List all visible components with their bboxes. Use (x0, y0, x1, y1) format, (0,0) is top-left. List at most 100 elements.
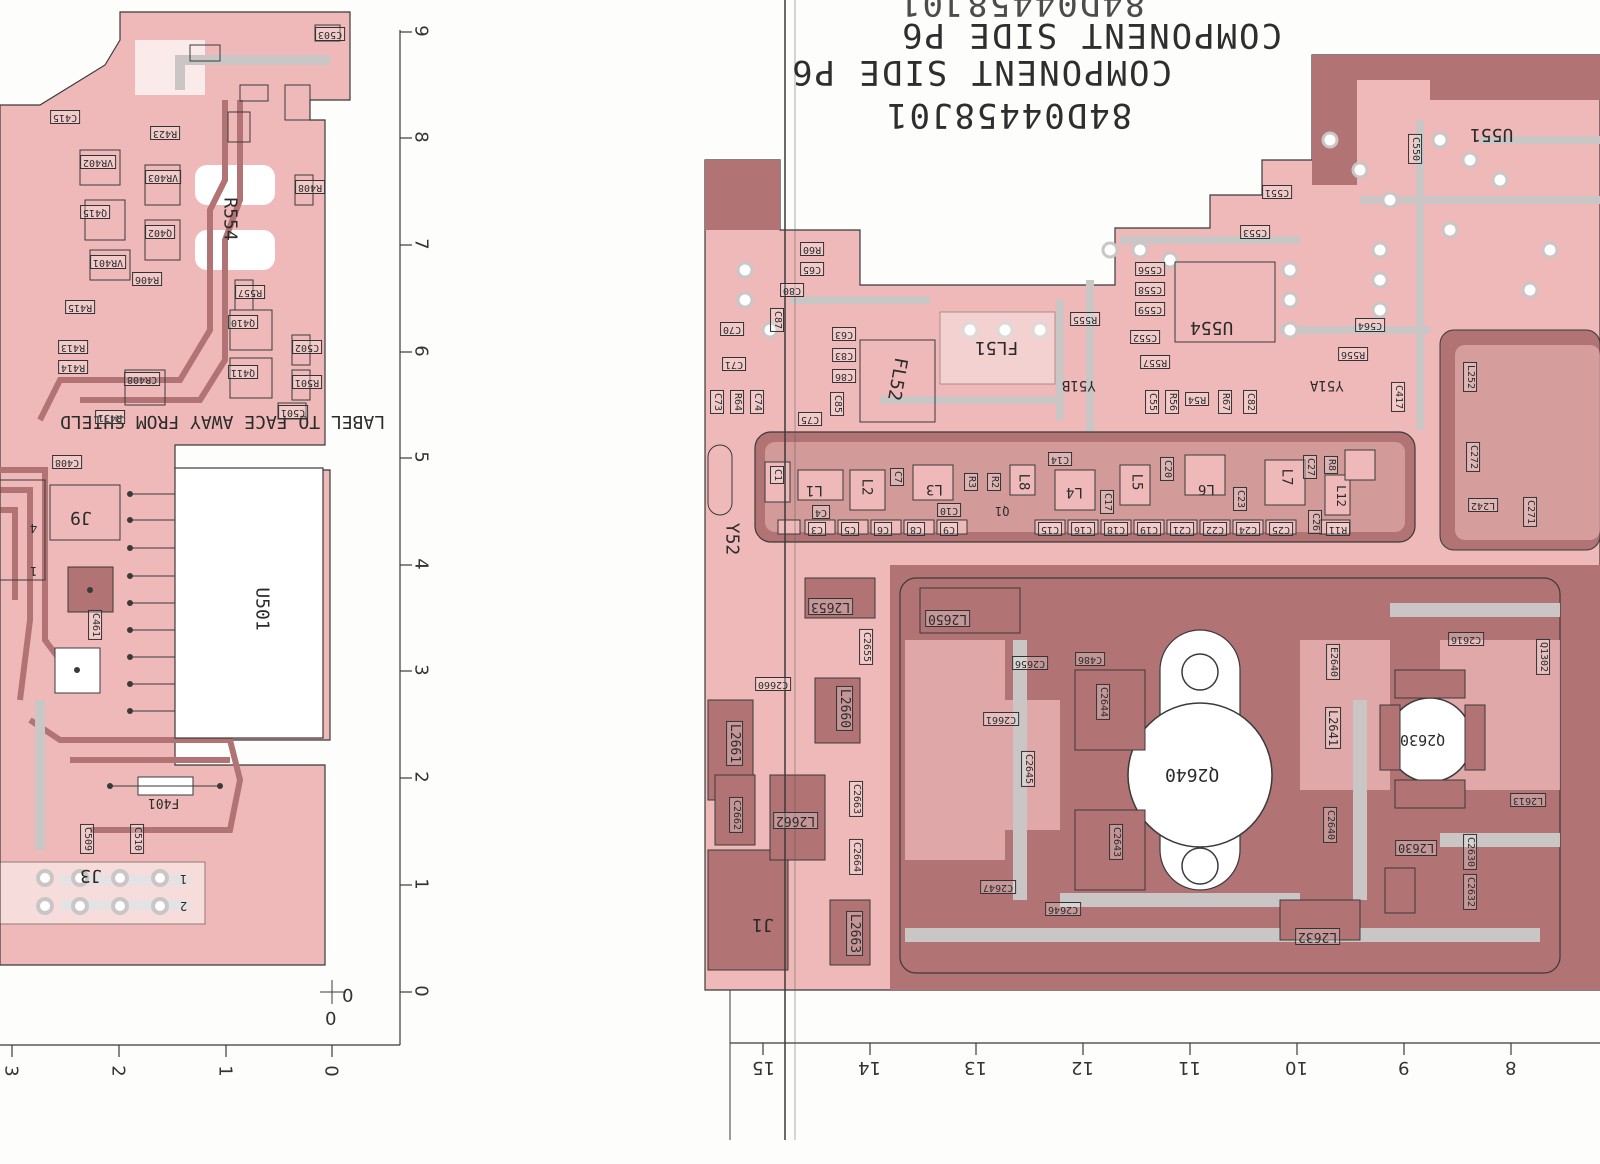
c2645-label: C2645 (1021, 750, 1036, 788)
l252-label: L252 (1463, 361, 1478, 393)
c2643-label: C2643 (1109, 823, 1124, 861)
c272-label: C272 (1466, 441, 1481, 473)
l3-label: L3 (926, 481, 943, 497)
c2655-label: C2655 (859, 628, 874, 666)
l2660-label: L2660 (836, 685, 854, 732)
r555-label: R555 (1070, 312, 1101, 326)
l6-label: L6 (1198, 481, 1215, 497)
vr402-label: VR402 (80, 155, 117, 169)
scale-bottom-left-1: 1 (214, 1065, 236, 1077)
j9-pin-4: 4 (30, 521, 38, 535)
c18-label: C18 (1104, 522, 1129, 536)
l2-label: L2 (858, 478, 875, 496)
c2630-label: C2630 (1463, 833, 1478, 871)
u554-label: U554 (1190, 317, 1234, 338)
c553-label: C553 (1240, 225, 1271, 239)
scale-left-1: 1 (410, 878, 432, 890)
c16-label: C16 (1071, 522, 1096, 536)
scale-left-2: 2 (410, 771, 432, 783)
r3-label: R3 (964, 472, 979, 492)
c417-label: C417 (1391, 381, 1406, 413)
scale-right-15: 15 (752, 1057, 775, 1078)
y51b-label: Y51B (1062, 377, 1096, 393)
scale-bottom-left-3: 3 (0, 1065, 22, 1077)
l2630-label: L2630 (1395, 840, 1438, 856)
c21-label: C21 (1170, 522, 1195, 536)
c83-label: C83 (832, 348, 857, 362)
l2663-label: L2663 (846, 910, 864, 957)
c17-label: C17 (1100, 489, 1115, 515)
c9-label: C9 (940, 522, 959, 536)
origin-label: 0 (342, 984, 354, 1005)
c559-label: C559 (1135, 302, 1166, 316)
scale-right-11: 11 (1178, 1057, 1201, 1078)
scale-left-4: 4 (410, 558, 432, 570)
c3-label: C3 (808, 522, 827, 536)
r413-label: R413 (58, 340, 89, 354)
cr408-label: CR408 (124, 372, 161, 386)
c2656-label: C2656 (1012, 656, 1049, 670)
c7-label: C7 (890, 467, 905, 487)
l4-label: L4 (1066, 484, 1083, 500)
c27-label: C27 (1303, 454, 1318, 480)
l1-label: L1 (806, 482, 823, 498)
header-line-1: COMPONENT SIDE P6 (900, 15, 1282, 55)
l2653-label: L2653 (808, 598, 854, 615)
scale-left-0: 0 (410, 985, 432, 997)
c551-label: C551 (1262, 185, 1293, 199)
c70-label: C70 (720, 322, 745, 336)
r56-label: R56 (1165, 389, 1180, 415)
scale-left-5: 5 (410, 451, 432, 463)
l2650-label: L2650 (925, 610, 971, 627)
j1-label: J1 (752, 914, 774, 935)
scale-right-10: 10 (1285, 1057, 1308, 1078)
l2641-label: L2641 (1325, 706, 1342, 750)
c2616-label: C2616 (1448, 632, 1485, 646)
c2663-label: C2663 (849, 780, 864, 818)
scale-right-8: 8 (1505, 1057, 1517, 1078)
c22-label: C22 (1203, 522, 1228, 536)
scale-right-12: 12 (1071, 1057, 1094, 1078)
r501-label: R501 (292, 375, 323, 389)
c2660-label: C2660 (755, 677, 792, 691)
j3-label: J3 (80, 865, 102, 886)
scale-bottom-left-2: 2 (107, 1065, 129, 1077)
r64-label: R64 (730, 389, 745, 415)
c2664-label: C2664 (849, 838, 864, 876)
f401-label: F401 (148, 795, 180, 810)
u501-label: U501 (251, 587, 273, 631)
origin-label-x: 0 (325, 1007, 337, 1028)
e2640-label: E2640 (1326, 643, 1341, 681)
c408-label: C408 (52, 455, 83, 469)
header-line-0: 84D04458J01 (898, 0, 1146, 23)
c65-label: C65 (800, 262, 825, 276)
c24-label: C24 (1236, 522, 1261, 536)
c82-label: C82 (1243, 389, 1258, 415)
c558-label: C558 (1135, 282, 1166, 296)
l5-label: L5 (1128, 473, 1145, 491)
l8-label: L8 (1015, 473, 1032, 491)
c552-label: C552 (1130, 330, 1161, 344)
scale-left-6: 6 (410, 345, 432, 357)
r415-label: R415 (65, 300, 96, 314)
l7-label: L7 (1278, 468, 1295, 486)
l12-label: L12 (1333, 485, 1348, 507)
q1-label: Q1 (995, 504, 1010, 518)
l2632-label: L2632 (1295, 928, 1341, 945)
c461-label: C461 (88, 609, 103, 641)
c23-label: C23 (1233, 486, 1248, 512)
c1-label: C1 (770, 465, 785, 485)
c55-label: C55 (1145, 389, 1160, 415)
c74-label: C74 (750, 389, 765, 415)
q411-label: Q411 (228, 365, 259, 379)
r54-label: R54 (1185, 392, 1210, 406)
j3-pin-2: 2 (180, 899, 188, 913)
scale-right-13: 13 (964, 1057, 987, 1078)
r408-label: R408 (295, 180, 326, 194)
c509-label: C509 (80, 823, 95, 855)
l2661-label: L2661 (726, 720, 744, 767)
c2662-label: C2662 (729, 796, 744, 834)
scale-left-9: 9 (410, 25, 432, 37)
c2647-label: C2647 (980, 880, 1017, 894)
